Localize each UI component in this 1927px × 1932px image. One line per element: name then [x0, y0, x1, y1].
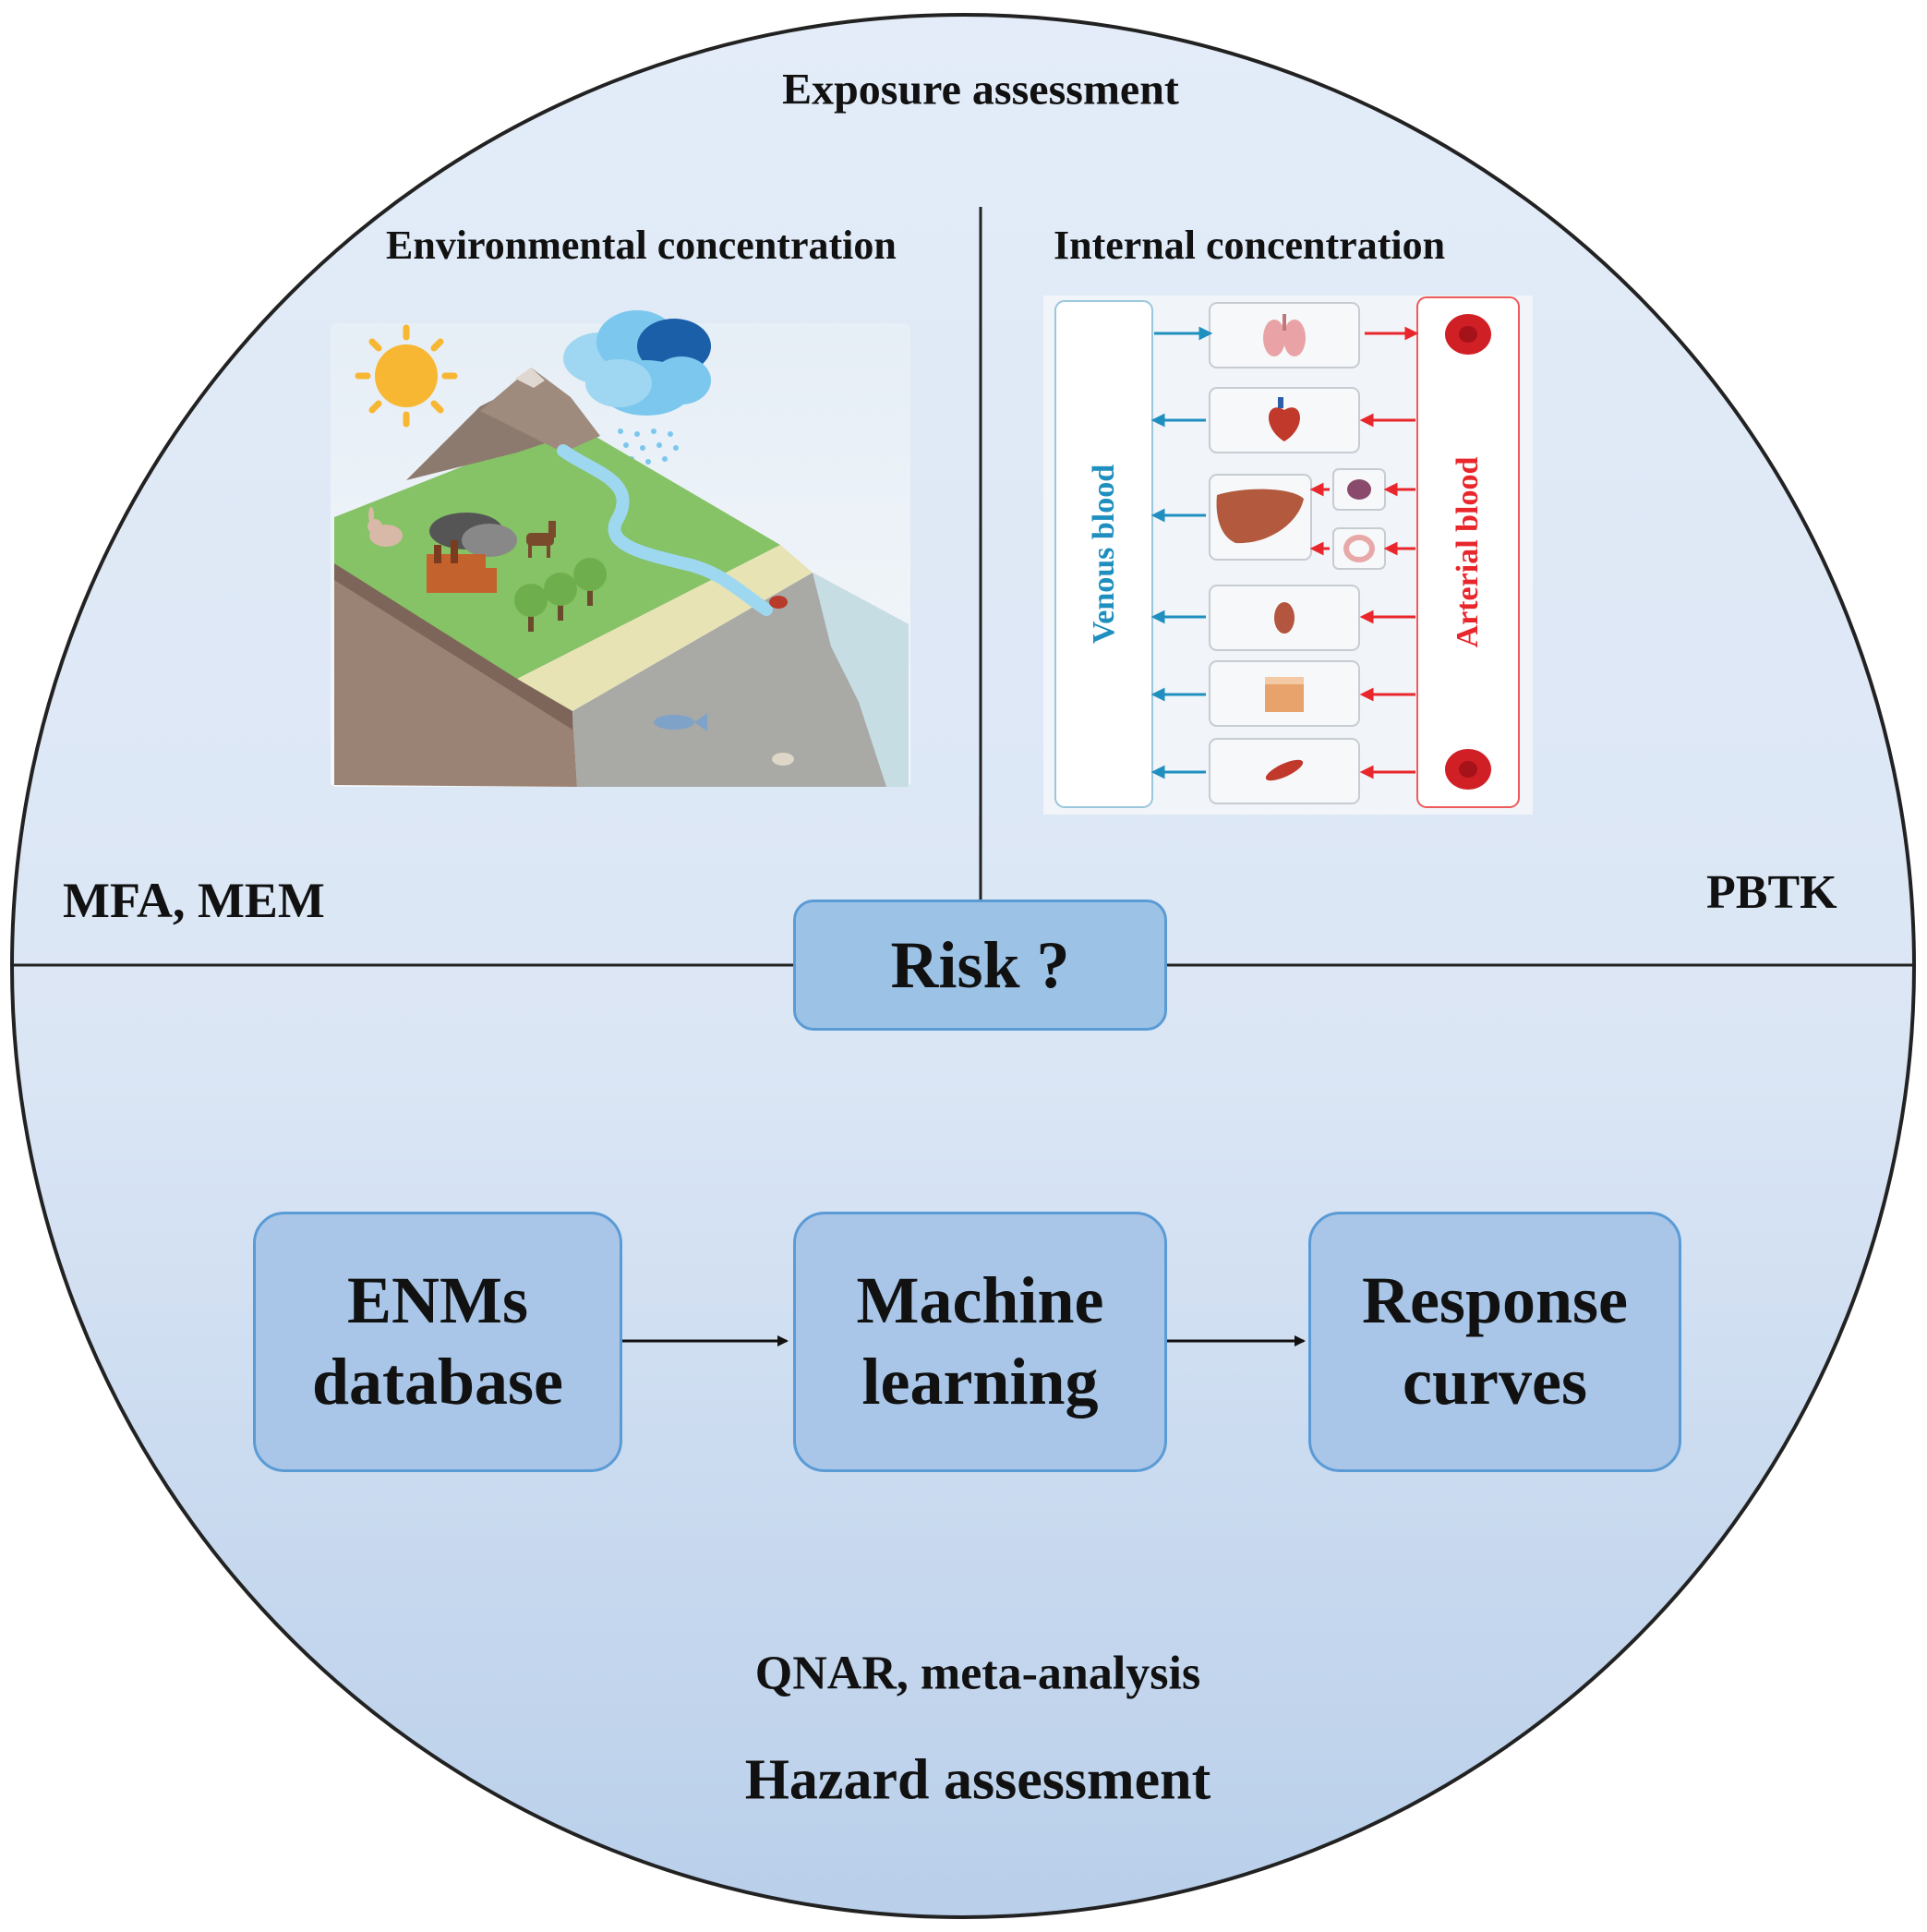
- heart-icon: [1269, 397, 1300, 441]
- muscle-icon: [1265, 759, 1304, 781]
- fish-icon: [654, 713, 707, 731]
- mfa-mem-label: MFA, MEM: [63, 873, 325, 928]
- shell-icon: [772, 753, 794, 766]
- enms-database-line2: database: [311, 1345, 564, 1419]
- red-blood-cell-icon: [1445, 314, 1491, 790]
- exposure-title: Exposure assessment: [782, 65, 1179, 115]
- enms-database-box: ENMs database: [253, 1212, 622, 1472]
- internal-concentration-title: Internal concentration: [1054, 223, 1446, 268]
- environment-illustration: [331, 310, 910, 787]
- intestine-icon: [1343, 535, 1375, 562]
- venous-blood-label: Venous blood: [1087, 464, 1121, 645]
- skin-icon: [1265, 677, 1304, 712]
- pbtk-illustration: [1043, 296, 1533, 815]
- hazard-methods-label: QNAR, meta-analysis: [754, 1647, 1201, 1700]
- kidney-icon: [1274, 602, 1295, 634]
- crab-icon: [769, 596, 788, 609]
- machine-learning-line2: learning: [861, 1345, 1099, 1419]
- machine-learning-line1: Machine: [856, 1263, 1104, 1338]
- arterial-blood-bar: [1416, 296, 1520, 808]
- enms-database-line1: ENMs: [347, 1263, 528, 1338]
- lung-icon: [1263, 314, 1306, 356]
- risk-box: Risk ?: [793, 900, 1167, 1031]
- response-curves-line2: curves: [1403, 1345, 1587, 1419]
- liver-icon: [1216, 489, 1304, 544]
- venous-blood-bar: [1054, 300, 1153, 808]
- sun-icon: [355, 324, 458, 428]
- cloud-icon: [563, 310, 711, 416]
- pbtk-label: PBTK: [1706, 866, 1837, 919]
- factory-icon: [427, 513, 517, 593]
- rabbit-icon: [367, 507, 403, 547]
- environmental-concentration-title: Environmental concentration: [386, 223, 897, 268]
- machine-learning-box: Machine learning: [793, 1212, 1167, 1472]
- response-curves-line1: Response: [1361, 1263, 1629, 1338]
- spleen-icon: [1347, 479, 1371, 500]
- trees-icon: [514, 558, 607, 632]
- hazard-title: Hazard assessment: [744, 1748, 1211, 1812]
- venous-arrows: [1150, 326, 1213, 779]
- arterial-blood-label: Arterial blood: [1451, 456, 1485, 648]
- horse-icon: [526, 521, 556, 558]
- arterial-arrows: [1309, 326, 1419, 779]
- response-curves-box: Response curves: [1308, 1212, 1681, 1472]
